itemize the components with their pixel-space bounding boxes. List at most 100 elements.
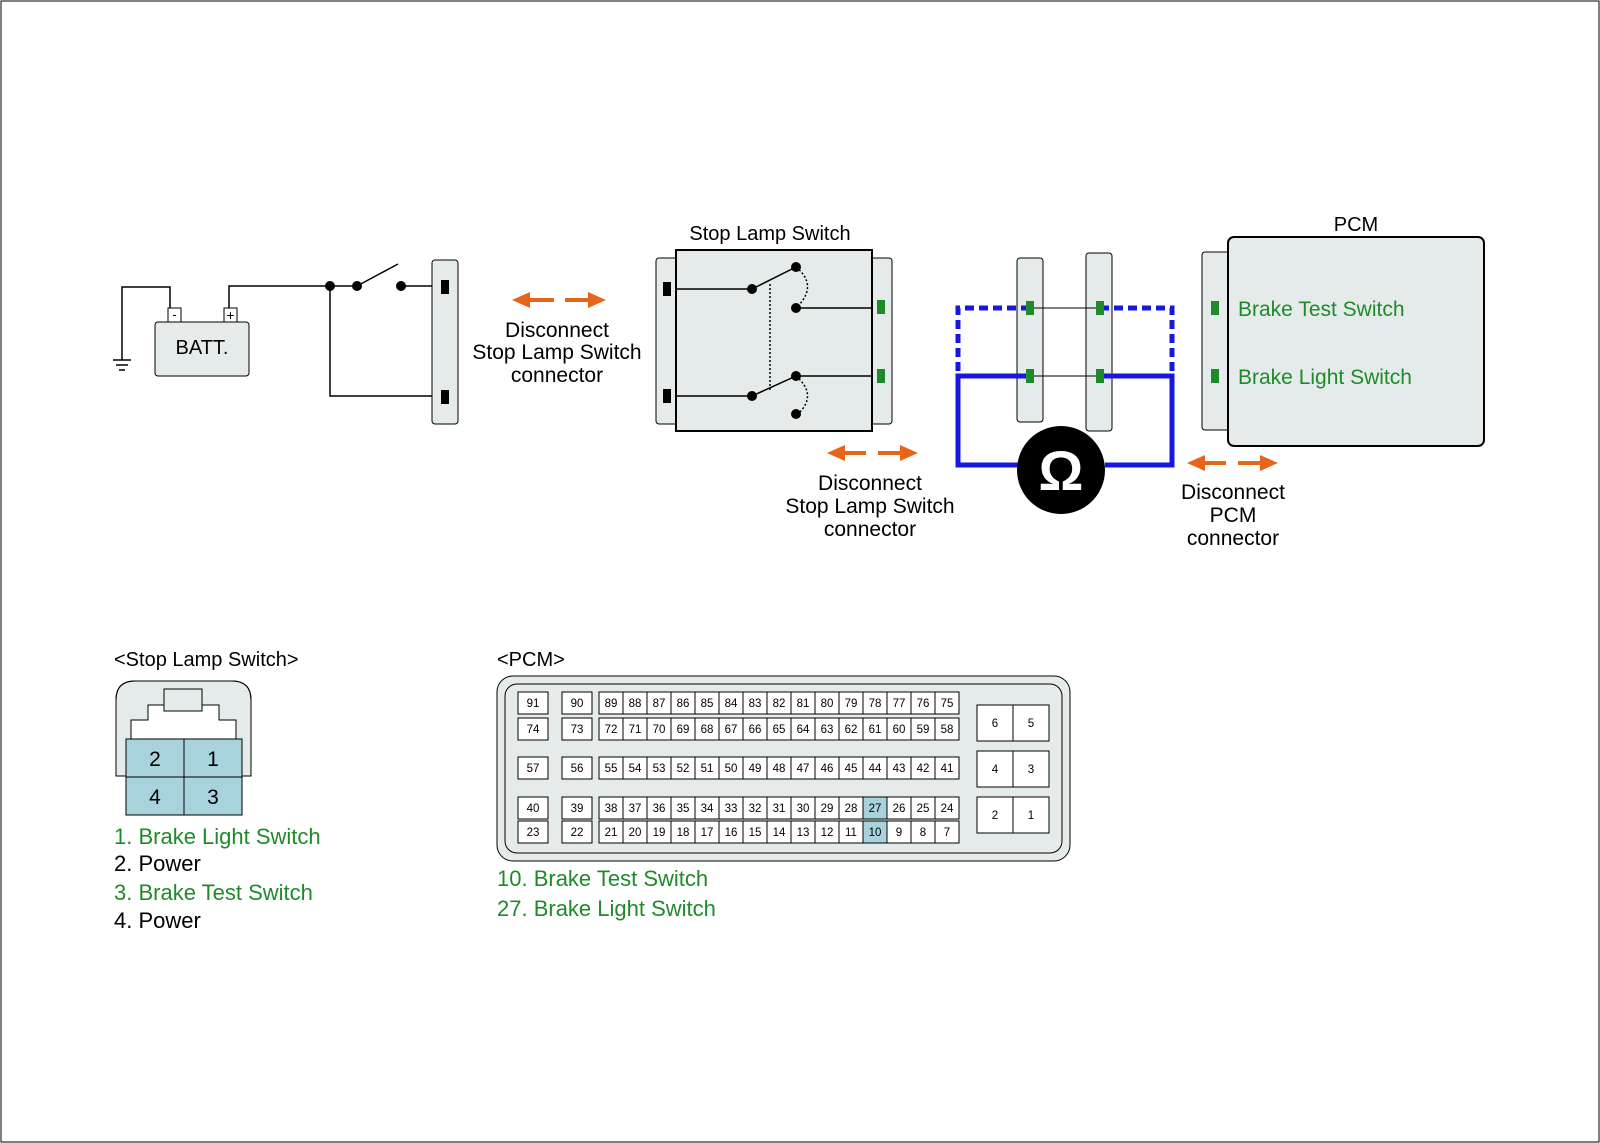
sls-connector-title: <Stop Lamp Switch> — [114, 649, 299, 671]
pcm-pin-label: 87 — [653, 698, 666, 710]
svg-text:Stop Lamp Switch: Stop Lamp Switch — [472, 341, 641, 364]
stop-lamp-switch — [655, 249, 893, 432]
sls-connector-face: 2 1 4 3 — [115, 680, 252, 816]
pcm-pin — [561, 820, 593, 844]
battery-pos-terminal — [223, 307, 238, 323]
pcm-pin-label: 84 — [725, 698, 738, 710]
svg-text:Disconnect: Disconnect — [1181, 481, 1285, 504]
disconnect-label-2: Disconnect Stop Lamp Switch connector — [785, 472, 954, 541]
pcm-pin-label: 70 — [653, 724, 666, 736]
pcm-pin — [517, 691, 549, 715]
disconnect-label-1: Disconnect Stop Lamp Switch connector — [472, 319, 641, 387]
pcm-pin-label: 61 — [869, 724, 882, 736]
pcm-pin — [934, 691, 960, 715]
pcm-pin-label: 22 — [571, 827, 584, 839]
pcm-pin-label: 2 — [992, 810, 998, 822]
battery: - + BATT. — [154, 307, 250, 377]
pcm-pin-label: 72 — [605, 724, 618, 736]
pcm-pin-label: 63 — [821, 724, 834, 736]
pcm-pin-label: 79 — [845, 698, 858, 710]
pcm-pin-label: 77 — [893, 698, 906, 710]
pcm-legend: 10. Brake Test Switch 27. Brake Light Sw… — [497, 866, 716, 921]
pcm-pin-label: 26 — [893, 803, 906, 815]
pcm-pin — [934, 820, 960, 844]
pcm-pin — [517, 756, 549, 780]
pcm-title: PCM — [1334, 214, 1378, 236]
pcm-pin-label: 91 — [527, 698, 540, 710]
pcm-pin-label: 5 — [1028, 718, 1034, 730]
pcm-pin-label: 38 — [605, 803, 618, 815]
pcm-pin — [934, 756, 960, 780]
pcm-pin-label: 31 — [773, 803, 786, 815]
pcm-pin-label: 45 — [845, 763, 858, 775]
ohmmeter-leads — [955, 305, 1175, 468]
pcm-pin-label: 55 — [605, 763, 618, 775]
sls-legend-item: 4. Power — [114, 908, 201, 933]
pcm-pin-label: 9 — [896, 827, 902, 839]
pcm-pin-label: 60 — [893, 724, 906, 736]
pcm-pin-label: 39 — [571, 803, 584, 815]
pcm-pin-label: 51 — [701, 763, 714, 775]
sls-pin-4: 4 — [149, 786, 161, 809]
pcm-pin-label: 36 — [653, 803, 666, 815]
pcm-pin-label: 10 — [869, 827, 882, 839]
pcm-legend-item: 27. Brake Light Switch — [497, 896, 716, 921]
pcm-pin — [517, 717, 549, 741]
harness-connector-left — [431, 259, 459, 425]
pcm-pin-label: 43 — [893, 763, 906, 775]
sls-legend: 1. Brake Light Switch 2. Power 3. Brake … — [114, 824, 321, 933]
pcm-pin — [1012, 704, 1050, 742]
pcm-pin — [934, 717, 960, 741]
svg-text:PCM: PCM — [1210, 504, 1257, 527]
pcm-pin-label: 86 — [677, 698, 690, 710]
svg-text:connector: connector — [824, 518, 916, 541]
battery-neg-terminal — [167, 307, 182, 323]
pcm-pin — [561, 756, 593, 780]
disconnect-arrows — [512, 292, 1278, 471]
pcm-pin-label: 62 — [845, 724, 858, 736]
pcm-pin-label: 47 — [797, 763, 810, 775]
pcm-pin-label: 73 — [571, 724, 584, 736]
pcm-pin-label: 6 — [992, 718, 998, 730]
pcm-pin-label: 16 — [725, 827, 738, 839]
svg-text:Stop Lamp Switch: Stop Lamp Switch — [785, 495, 954, 518]
pcm-pin-label: 81 — [797, 698, 810, 710]
pcm-pin-label: 74 — [527, 724, 540, 736]
switch-dots — [325, 281, 406, 291]
svg-text:Disconnect: Disconnect — [818, 472, 922, 495]
pcm-pin-label: 28 — [845, 803, 858, 815]
pcm-pin-label: 11 — [845, 827, 857, 839]
pcm-pin-label: 68 — [701, 724, 714, 736]
pcm-pin-label: 13 — [797, 827, 810, 839]
pcm-pin-label: 21 — [605, 827, 618, 839]
pcm-pin-label: 7 — [944, 827, 950, 839]
pcm-pin-label: 41 — [941, 763, 954, 775]
svg-text:Disconnect: Disconnect — [505, 319, 609, 342]
pcm-pin-label: 89 — [605, 698, 618, 710]
pcm-terminal-brake-light: Brake Light Switch — [1238, 366, 1412, 389]
pcm-pin — [1012, 796, 1050, 834]
sls-body — [675, 249, 873, 432]
sls-legend-item: 2. Power — [114, 851, 201, 876]
pcm-pin-label: 71 — [629, 724, 642, 736]
pcm-pin-label: 17 — [701, 827, 714, 839]
pcm-body — [1227, 236, 1485, 447]
battery-neg-sign: - — [172, 307, 176, 322]
pcm-pin-label: 67 — [725, 724, 738, 736]
pcm-pin — [517, 820, 549, 844]
pcm-pin-label: 78 — [869, 698, 882, 710]
pcm-pin-label: 46 — [821, 763, 834, 775]
pcm-pin — [1012, 750, 1050, 788]
pcm-pin-label: 59 — [917, 724, 930, 736]
pcm-pin-label: 40 — [527, 803, 540, 815]
pcm-pin-label: 80 — [821, 698, 834, 710]
pcm-pin-label: 1 — [1028, 810, 1034, 822]
pcm-pin — [934, 796, 960, 820]
pcm-pin-label: 32 — [749, 803, 762, 815]
pcm-legend-item: 10. Brake Test Switch — [497, 866, 708, 891]
pcm-pin-label: 8 — [920, 827, 926, 839]
ohm-symbol: Ω — [1039, 439, 1084, 502]
pcm-pin — [561, 691, 593, 715]
pcm-pin-label: 76 — [917, 698, 930, 710]
